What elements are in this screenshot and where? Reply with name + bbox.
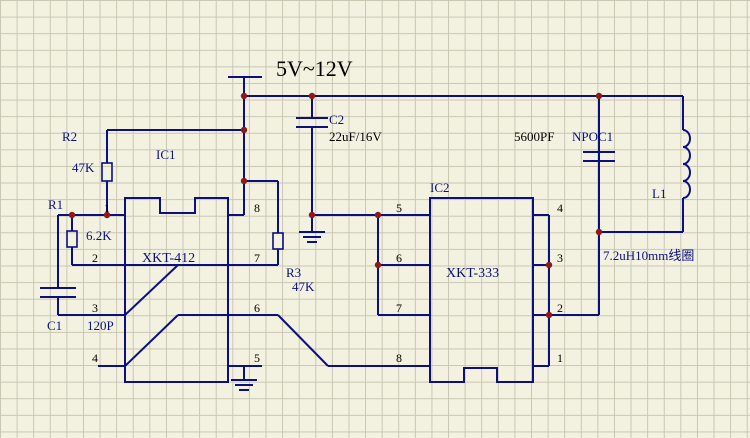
ic1-pin-6: 6 xyxy=(254,301,260,315)
ic1-pin-2: 2 xyxy=(92,251,98,265)
r1-name: R1 xyxy=(48,197,63,212)
c2-value: 22uF/16V xyxy=(329,129,382,144)
npoc1-value: 5600PF xyxy=(514,129,554,144)
ic2-pin-4: 4 xyxy=(557,201,563,215)
ic2-pin-2: 2 xyxy=(557,301,563,315)
ic2-pin-8: 8 xyxy=(396,351,402,365)
r2-wiring xyxy=(106,129,244,215)
r1-value: 6.2K xyxy=(86,228,112,243)
ic2-pin-1: 1 xyxy=(557,351,563,365)
c1-wiring xyxy=(57,215,125,316)
ic1-pin-5: 5 xyxy=(254,351,260,365)
npoc1-name: NPOC1 xyxy=(572,129,613,144)
l1-value: 7.2uH10mm线圈 xyxy=(603,248,694,263)
ground-ic1 xyxy=(231,366,257,391)
l1-name: L1 xyxy=(652,186,666,201)
ic1-pin-8: 8 xyxy=(254,201,260,215)
ic2-body xyxy=(429,197,534,383)
ic2-pin-6: 6 xyxy=(396,251,402,265)
ic2-part: XKT-333 xyxy=(446,266,499,281)
ic1-pin-3: 3 xyxy=(92,301,98,315)
ic1-pin-7: 7 xyxy=(254,251,260,265)
supply-rail xyxy=(228,76,683,215)
ic1-pin-1: 1 xyxy=(104,201,110,215)
ic1-part: XKT-412 xyxy=(142,251,195,266)
ic2-left-wiring xyxy=(377,215,430,316)
r3-resistor xyxy=(272,232,284,250)
ic1-right-wiring xyxy=(72,180,279,367)
ic1-name: IC1 xyxy=(156,147,176,162)
ground-c2 xyxy=(299,231,325,243)
r1-resistor xyxy=(66,230,78,248)
ic2-pin-7: 7 xyxy=(396,301,402,315)
r2-name: R2 xyxy=(62,129,77,144)
r2-resistor xyxy=(101,162,113,182)
junction-dots xyxy=(68,92,603,319)
l1-coil xyxy=(599,96,691,233)
ic1-crossover xyxy=(124,264,430,367)
ic2-pin-5: 5 xyxy=(396,201,402,215)
r3-name: R3 xyxy=(286,265,301,280)
r3-value: 47K xyxy=(292,279,315,294)
c2-name: C2 xyxy=(329,112,344,127)
r2-value: 47K xyxy=(72,160,95,175)
c1-name: C1 xyxy=(47,318,62,333)
ic2-name: IC2 xyxy=(430,180,450,195)
ic1-pin-4: 4 xyxy=(92,351,98,365)
supply-label: 5V~12V xyxy=(276,56,353,81)
ic2-pin-3: 3 xyxy=(557,251,563,265)
c1-value: 120P xyxy=(87,318,114,333)
ic1-body xyxy=(124,197,229,383)
